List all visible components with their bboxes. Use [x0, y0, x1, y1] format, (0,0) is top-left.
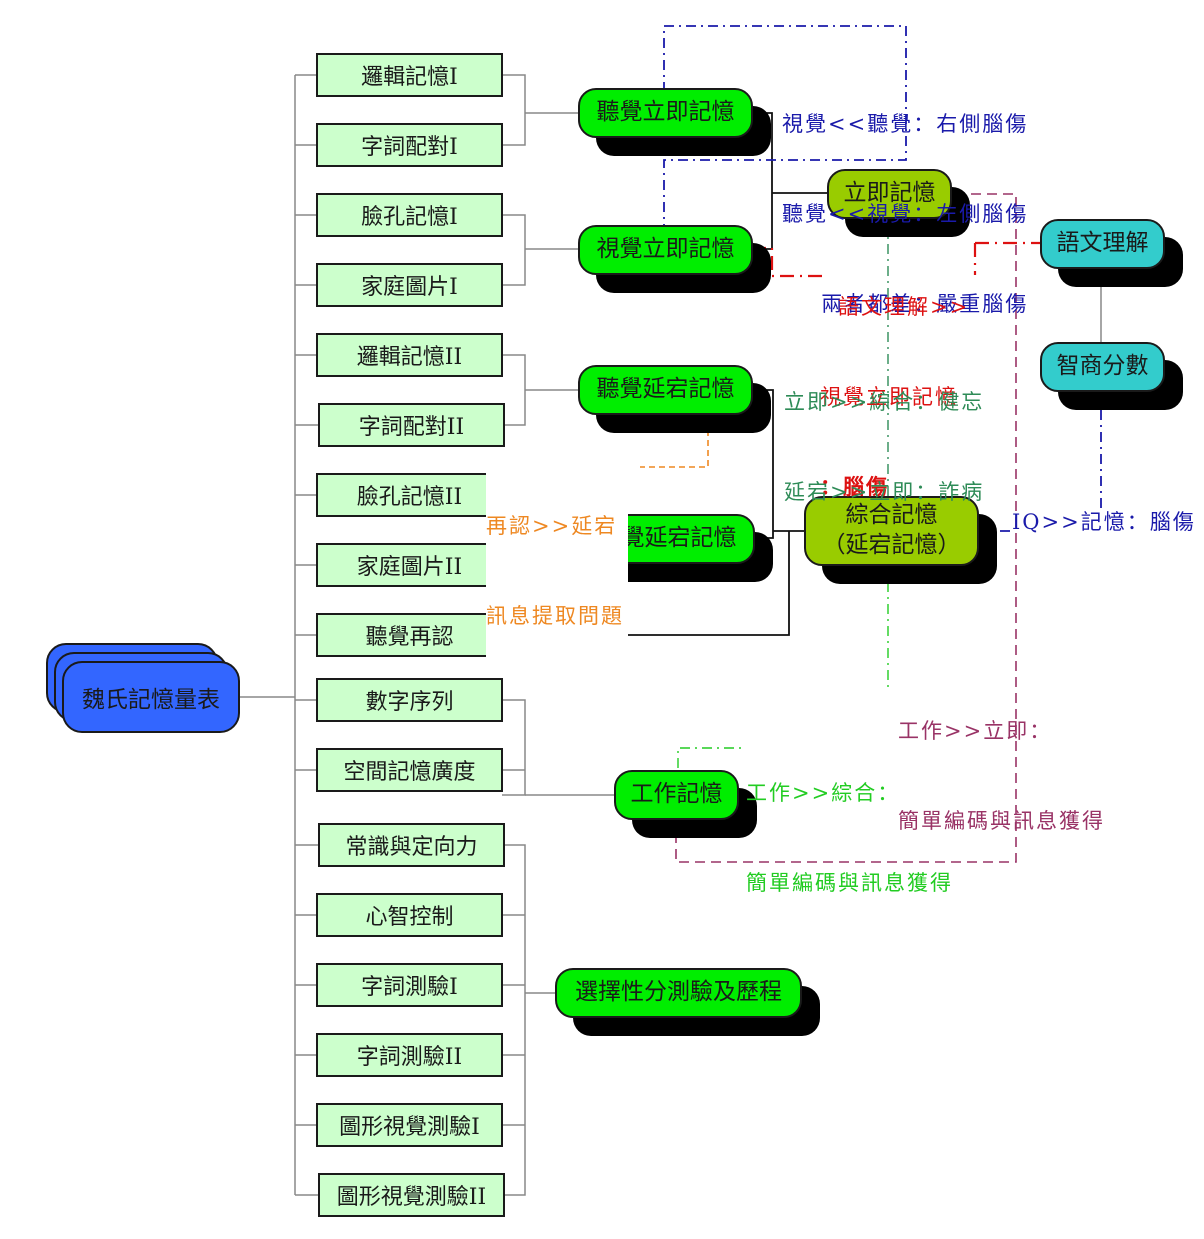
index-immediate-memory[interactable]: 立即記憶 [827, 169, 952, 219]
subtest-family-pictures-1[interactable]: 家庭圖片I [316, 263, 503, 307]
index-iq-score[interactable]: 智商分數 [1040, 342, 1165, 392]
index-auditory-immediate[interactable]: 聽覺立即記憶 [578, 88, 753, 138]
index-optional-procedures[interactable]: 選擇性分測驗及歷程 [555, 968, 802, 1018]
root-layer-front [62, 661, 240, 733]
note-working-vs-immediate: 工作>>立即： 簡單編碼與訊息獲得 [898, 656, 1105, 866]
subtest-auditory-recognition[interactable]: 聽覺再認 [316, 613, 503, 657]
note-line: 簡單編碼與訊息獲得 [746, 871, 953, 895]
general-memory-label: 綜合記憶 [845, 502, 938, 529]
subtest-word-list-1[interactable]: 字詞測驗I [316, 963, 503, 1007]
note-line: 兩者都差：嚴重腦傷 [803, 292, 1029, 316]
tree-connectors [240, 74, 1102, 1196]
note-line: 立即>>綜合：健忘 [784, 390, 985, 414]
subtest-verbal-paired-2[interactable]: 字詞配對II [318, 403, 505, 447]
index-visual-immediate[interactable]: 視覺立即記憶 [578, 225, 753, 275]
note-line: ：腦傷 [820, 474, 889, 499]
note-line: 工作>>立即： [898, 719, 1053, 743]
subtest-logical-memory-2[interactable]: 邏輯記憶II [316, 333, 503, 377]
subtest-visual-reproduction-1[interactable]: 圖形視覺測驗I [316, 1103, 503, 1147]
note-line: 聽覺<<視覺：左側腦傷 [782, 202, 1029, 226]
subtest-faces-1[interactable]: 臉孔記憶I [316, 193, 503, 237]
subtest-verbal-paired-1[interactable]: 字詞配對I [316, 123, 503, 167]
note-iq-vs-memory: IQ>>記憶：腦傷 [1012, 510, 1196, 534]
index-general-memory[interactable]: 綜合記憶 （延宕記憶） [804, 496, 979, 566]
note-recognition: 再認>>延宕 訊息提取問題 [486, 451, 628, 661]
subtest-visual-reproduction-2[interactable]: 圖形視覺測驗II [318, 1173, 505, 1217]
note-line: 語文理解>> [838, 295, 970, 319]
subtest-logical-memory-1[interactable]: 邏輯記憶I [316, 53, 503, 97]
note-line: 訊息提取問題 [486, 604, 624, 628]
index-working-memory[interactable]: 工作記憶 [614, 770, 739, 820]
subtest-information-orientation[interactable]: 常識與定向力 [318, 823, 505, 867]
note-line: 工作>>綜合： [746, 781, 901, 805]
note-line: 延宕>>立即：詐病 [784, 480, 985, 504]
root-label: 魏氏記憶量表 [82, 687, 220, 713]
note-line: 視覺立即記憶 [820, 385, 958, 409]
note-working-vs-general: 工作>>綜合： 簡單編碼與訊息獲得 [746, 718, 953, 928]
subtest-word-list-2[interactable]: 字詞測驗II [316, 1033, 503, 1077]
index-auditory-delayed[interactable]: 聽覺延宕記憶 [578, 365, 753, 415]
subtest-spatial-span[interactable]: 空間記憶廣度 [316, 748, 503, 792]
working-immediate-bracket [675, 193, 1017, 863]
subtest-family-pictures-2[interactable]: 家庭圖片II [316, 543, 503, 587]
note-verbal-vs-visual: 語文理解>> 視覺立即記憶 ：腦傷 [820, 232, 969, 532]
note-line: 視覺<<聽覺：右側腦傷 [782, 112, 1029, 136]
note-immediate-vs-general: 立即>>綜合：健忘 延宕>>立即：詐病 [784, 327, 984, 537]
note-line: 簡單編碼與訊息獲得 [898, 809, 1105, 833]
subtest-digit-span[interactable]: 數字序列 [316, 678, 503, 722]
note-modality: 視覺<<聽覺：右側腦傷 聽覺<<視覺：左側腦傷 兩者都差：嚴重腦傷 [782, 49, 1028, 349]
subtest-mental-control[interactable]: 心智控制 [316, 893, 503, 937]
subtest-faces-2[interactable]: 臉孔記憶II [316, 473, 503, 517]
index-verbal-comprehension[interactable]: 語文理解 [1040, 219, 1165, 269]
general-memory-sublabel: （延宕記憶） [822, 532, 961, 558]
note-line: 再認>>延宕 [486, 514, 618, 538]
